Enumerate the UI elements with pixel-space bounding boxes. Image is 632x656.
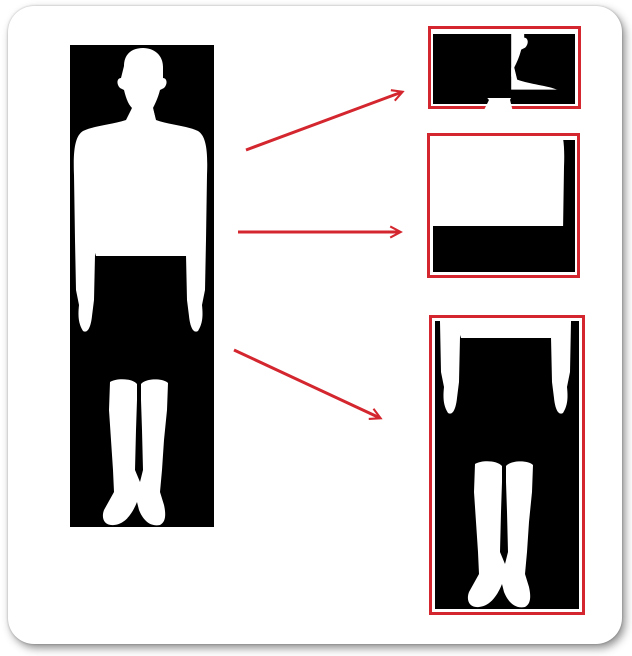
arrow-to-lower-body bbox=[234, 350, 380, 418]
arrow-to-head bbox=[246, 92, 402, 150]
full-body-mask bbox=[70, 45, 214, 527]
